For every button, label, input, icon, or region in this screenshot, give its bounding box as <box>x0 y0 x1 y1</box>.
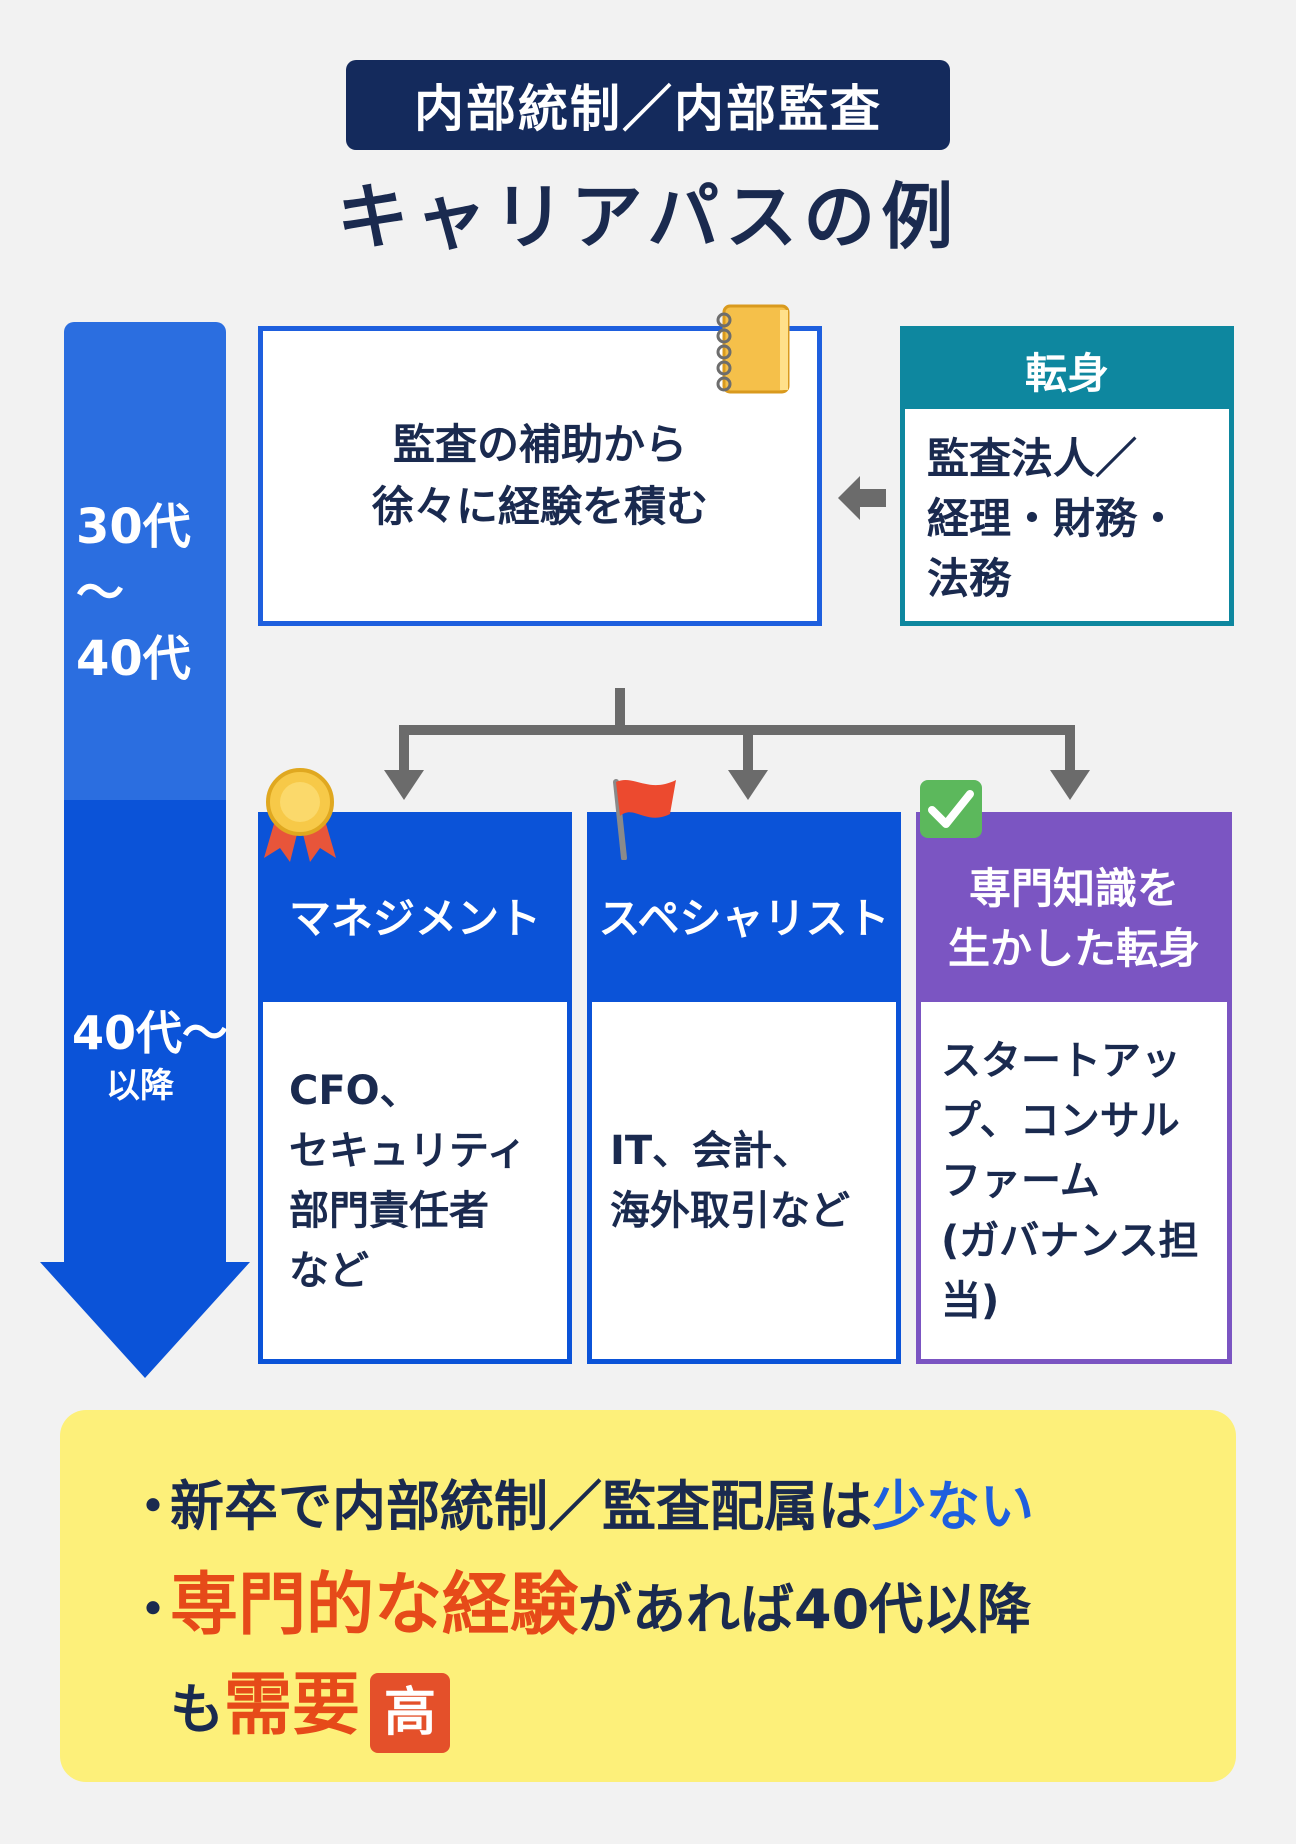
card-specialist: スペシャリスト IT、会計、 海外取引など <box>587 812 901 1364</box>
page-title: キャリアパスの例 <box>336 175 960 259</box>
transfer-line: 法務 <box>927 554 1012 603</box>
card-body-line: 部門責任者 <box>289 1187 489 1234</box>
summary-line-1: ・新卒で内部統制／監査配属は少ない <box>126 1462 1034 1552</box>
card-title-line: 生かした転身 <box>947 923 1200 973</box>
card-title: 専門知識を 生かした転身 <box>921 817 1227 1002</box>
bullet: ・ <box>126 1578 180 1641</box>
check-icon <box>920 780 982 838</box>
summary-highlight-orange: 専門的な経験 <box>170 1566 579 1645</box>
transfer-box: 転身 監査法人／ 経理・財務・ 法務 <box>900 326 1234 626</box>
summary-badge: 高 <box>370 1673 451 1754</box>
card-body-line: 海外取引など <box>610 1187 850 1234</box>
summary-text: 新卒で内部統制／監査配属は <box>170 1475 872 1538</box>
transfer-line: 経理・財務・ <box>927 494 1180 543</box>
arrow-down-icon <box>1050 770 1090 800</box>
card-body-line: スタートアッ <box>941 1037 1181 1084</box>
card-body-line: (ガバナンス担 <box>941 1217 1199 1264</box>
card-title: スペシャリスト <box>592 817 896 1002</box>
timeline-arrow-head <box>40 1262 250 1378</box>
timeline-bar-early <box>64 322 226 800</box>
summary-line-2: ・専門的な経験があれば40代以降 <box>126 1558 1031 1658</box>
period-label-late: 40代～ <box>72 1006 229 1060</box>
card-body-line: ファーム <box>941 1157 1100 1204</box>
notebook-icon <box>716 304 790 394</box>
period-label-early: 30代～ 40代 <box>76 494 226 692</box>
transfer-body: 監査法人／ 経理・財務・ 法務 <box>905 409 1229 609</box>
card-title-line: 専門知識を <box>968 863 1179 913</box>
transfer-title: 転身 <box>905 331 1229 409</box>
card-body-line: セキュリティ <box>289 1127 527 1174</box>
entry-stage-box: 監査の補助から 徐々に経験を積む <box>258 326 822 626</box>
card-body-line: プ、コンサル <box>941 1097 1180 1144</box>
card-body: CFO、 セキュリティ 部門責任者 など <box>263 1002 567 1359</box>
card-body: IT、会計、 海外取引など <box>592 1002 896 1359</box>
card-management: マネジメント CFO、 セキュリティ 部門責任者 など <box>258 812 572 1364</box>
bullet: ・ <box>126 1475 180 1538</box>
entry-stage-line: 監査の補助から <box>392 420 687 469</box>
card-career-change: 専門知識を 生かした転身 スタートアッ プ、コンサル ファーム (ガバナンス担 … <box>916 812 1232 1364</box>
arrow-down-icon <box>384 770 424 800</box>
header-badge: 内部統制／内部監査 <box>346 60 950 150</box>
period-label-line: 40代 <box>76 631 191 687</box>
summary-highlight-blue: 少ない <box>872 1475 1034 1538</box>
summary-text: も <box>170 1678 224 1741</box>
card-body-line: など <box>289 1247 369 1294</box>
medal-icon <box>264 768 336 862</box>
arrow-down-icon <box>728 770 768 800</box>
card-body-line: IT、会計、 <box>610 1127 813 1174</box>
card-body: スタートアッ プ、コンサル ファーム (ガバナンス担 当) <box>921 1002 1227 1359</box>
summary-text: があれば40代以降 <box>578 1578 1032 1641</box>
summary-box: ・新卒で内部統制／監査配属は少ない ・専門的な経験があれば40代以降 も需要高 <box>60 1410 1236 1782</box>
arrow-left-icon <box>838 476 886 520</box>
transfer-line: 監査法人／ <box>927 434 1138 483</box>
card-body-line: 当) <box>941 1277 1000 1324</box>
card-body-line: CFO、 <box>289 1067 420 1114</box>
period-label-line: 30代～ <box>76 499 191 621</box>
period-label-late-sub: 以降 <box>106 1066 174 1106</box>
entry-stage-line: 徐々に経験を積む <box>371 482 708 531</box>
timeline-bar-late <box>64 800 226 1262</box>
summary-line-3: も需要高 <box>170 1658 451 1758</box>
flag-icon <box>613 779 676 860</box>
summary-highlight-orange: 需要 <box>224 1666 361 1745</box>
